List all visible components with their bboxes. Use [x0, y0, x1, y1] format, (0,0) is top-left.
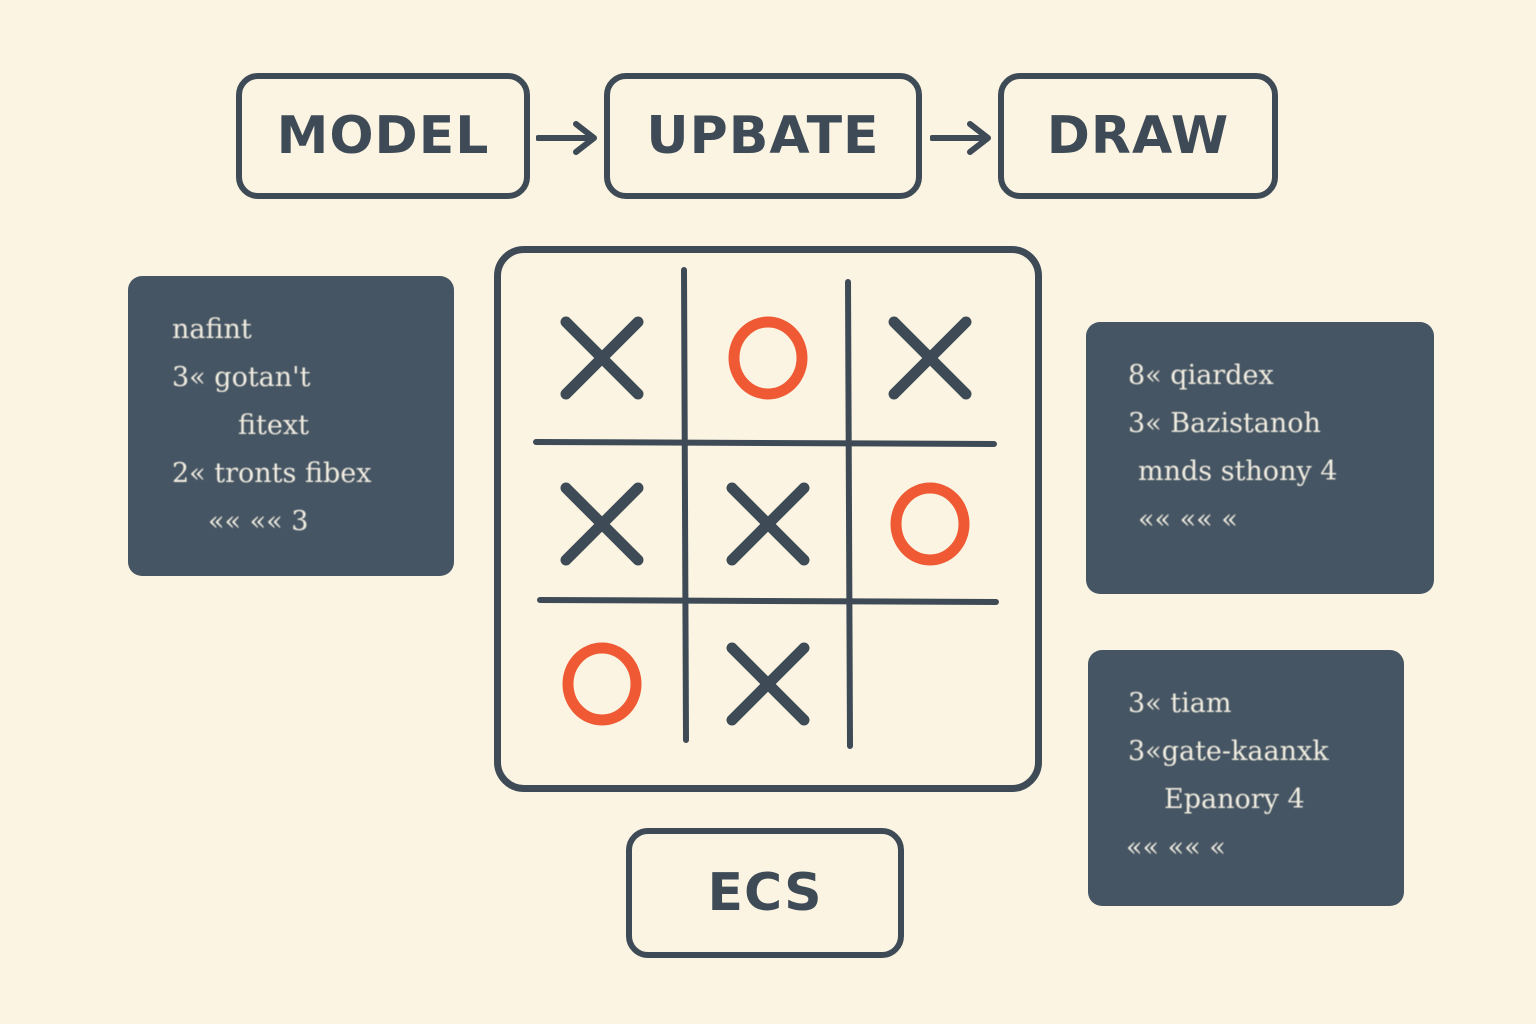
- grid-line: [537, 597, 999, 605]
- note-card-left: nafint 3« gotan't fitext 2« tronts fibex…: [128, 276, 454, 576]
- note-right-bottom-line-4: «« «« «: [1126, 832, 1226, 863]
- note-card-right-bottom: 3« tiam 3«gate-kaanxk Epanory 4 «« «« «: [1088, 650, 1404, 906]
- tic-tac-toe-board: [533, 267, 999, 749]
- board-marks: [560, 316, 972, 726]
- note-right-top-line-2: 3« Bazistanoh: [1128, 408, 1321, 439]
- x-mark-icon: [726, 482, 810, 566]
- model-box: MODEL: [236, 73, 530, 199]
- ecs-label: ECS: [707, 863, 823, 923]
- board-grid: [533, 267, 999, 749]
- note-right-bottom-line-1: 3« tiam: [1128, 688, 1232, 719]
- note-right-top-line-1: 8« qiardex: [1128, 360, 1274, 391]
- x-mark-icon: [560, 482, 644, 566]
- grid-line: [533, 439, 997, 447]
- draw-label: DRAW: [1046, 106, 1230, 166]
- grid-line: [681, 267, 689, 743]
- ecs-box: ECS: [626, 828, 904, 958]
- note-right-bottom-line-2: 3«gate-kaanxk: [1128, 736, 1329, 767]
- note-left-line-1: nafint: [172, 314, 252, 345]
- note-right-top-line-3: mnds sthony 4: [1138, 456, 1338, 487]
- grid-line: [845, 279, 853, 749]
- arrow-model-to-update-icon: [536, 121, 597, 155]
- update-label: UPBATE: [646, 106, 880, 166]
- note-left-line-3: fitext: [238, 410, 309, 441]
- note-left-line-2: 3« gotan't: [172, 362, 311, 393]
- update-box: UPBATE: [604, 73, 922, 199]
- o-mark-icon: [890, 482, 970, 566]
- note-left-line-5: «« «« 3: [208, 506, 309, 537]
- draw-box: DRAW: [998, 73, 1278, 199]
- o-mark-icon: [562, 642, 642, 726]
- x-mark-icon: [560, 316, 644, 400]
- note-right-bottom-line-3: Epanory 4: [1164, 784, 1305, 815]
- x-mark-icon: [726, 642, 810, 726]
- model-label: MODEL: [276, 106, 490, 166]
- o-mark-icon: [728, 316, 808, 400]
- note-right-top-line-4: «« «« «: [1138, 504, 1238, 535]
- x-mark-icon: [888, 316, 972, 400]
- arrow-update-to-draw-icon: [930, 121, 991, 155]
- board-frame: [494, 246, 1042, 792]
- note-card-right-top: 8« qiardex 3« Bazistanoh mnds sthony 4 «…: [1086, 322, 1434, 594]
- note-left-line-4: 2« tronts fibex: [172, 458, 372, 489]
